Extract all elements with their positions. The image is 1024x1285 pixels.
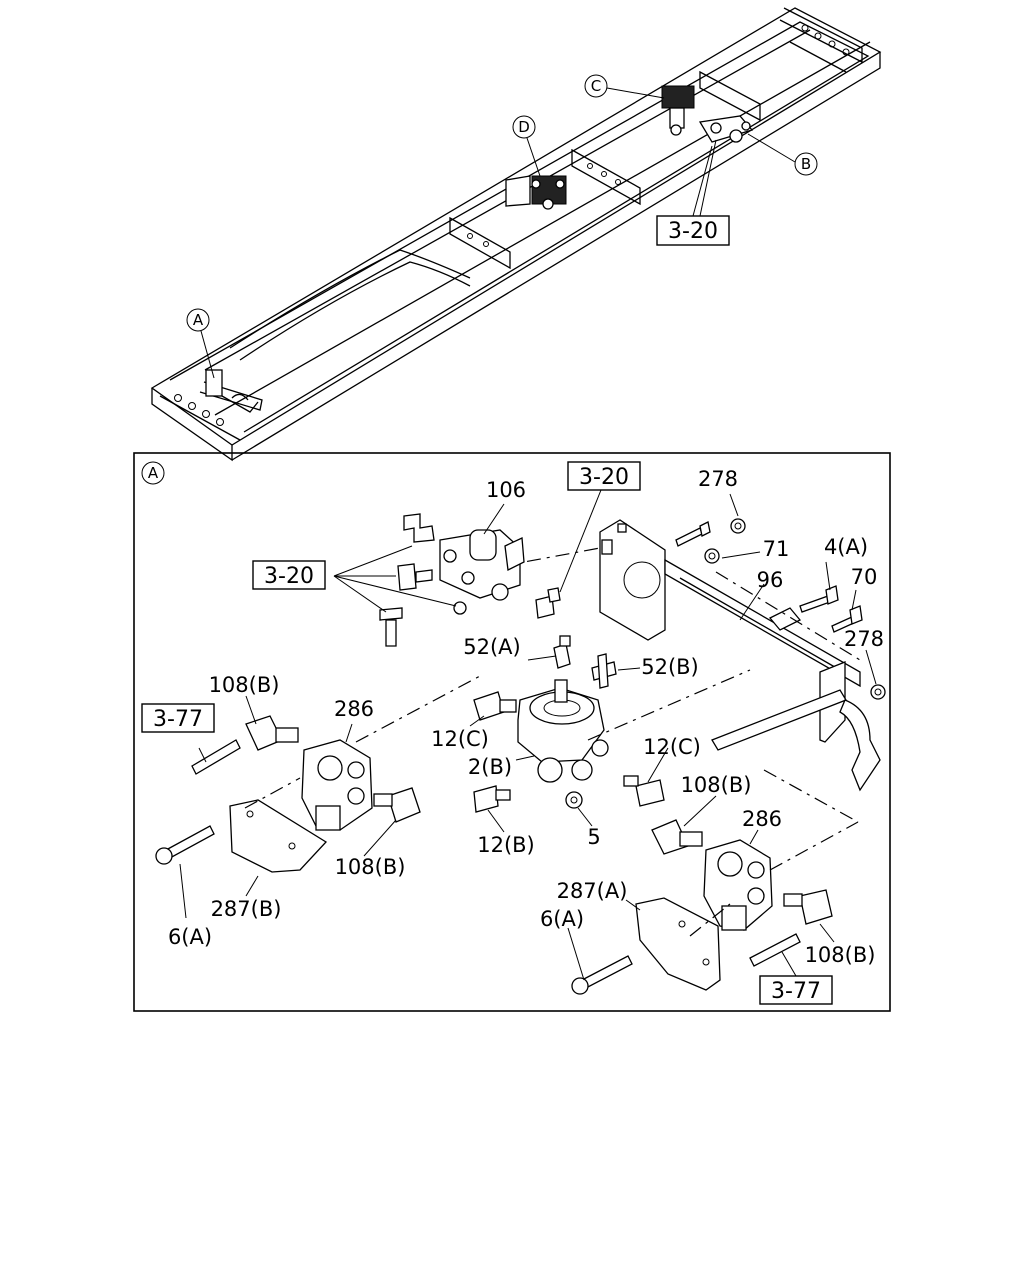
callout-d: D bbox=[512, 115, 541, 177]
label-12b: 12(B) bbox=[477, 833, 535, 857]
svg-text:3-20: 3-20 bbox=[668, 219, 718, 244]
valve-286-left bbox=[301, 739, 373, 831]
label-96: 96 bbox=[757, 568, 784, 592]
alignment-line-4 bbox=[355, 675, 481, 743]
fitting-106-d bbox=[453, 601, 467, 615]
valve-d-overview bbox=[505, 175, 567, 210]
svg-text:3-20: 3-20 bbox=[264, 564, 314, 589]
svg-text:3-77: 3-77 bbox=[153, 707, 203, 732]
fitting-106-c bbox=[379, 607, 403, 647]
alignment-line-8 bbox=[689, 903, 731, 937]
alignment-line-7 bbox=[763, 769, 859, 823]
label-6a-left: 6(A) bbox=[168, 925, 212, 949]
label-286-left: 286 bbox=[334, 697, 374, 721]
fitting-12c-left bbox=[473, 691, 517, 721]
svg-text:3-77: 3-77 bbox=[771, 979, 821, 1004]
elbow-108b-right bbox=[783, 889, 833, 925]
fitting-52a bbox=[553, 635, 571, 669]
detail-view-a: A bbox=[133, 452, 891, 1012]
label-12c-left: 12(C) bbox=[431, 727, 489, 751]
label-5: 5 bbox=[587, 825, 600, 849]
callout-c: C bbox=[584, 74, 665, 99]
nut-5 bbox=[565, 791, 583, 809]
elbow-108b-left bbox=[245, 715, 299, 751]
label-108b-left: 108(B) bbox=[209, 673, 280, 697]
detail-frame bbox=[133, 452, 891, 1012]
label-106: 106 bbox=[486, 478, 526, 502]
label-12c-right: 12(C) bbox=[643, 735, 701, 759]
svg-text:C: C bbox=[591, 77, 601, 95]
label-52b: 52(B) bbox=[641, 655, 699, 679]
label-6a-right: 6(A) bbox=[540, 907, 584, 931]
bolt-6a-left bbox=[155, 825, 215, 865]
valve-c-overview bbox=[661, 85, 695, 136]
valve-106 bbox=[439, 529, 525, 601]
label-108b-lower: 108(B) bbox=[335, 855, 406, 879]
svg-text:B: B bbox=[801, 155, 811, 173]
label-70: 70 bbox=[851, 565, 878, 589]
bracket-96 bbox=[599, 519, 881, 792]
nut-278-top bbox=[730, 518, 746, 534]
svg-text:A: A bbox=[193, 311, 204, 329]
ref-box-3-20-top: 3-20 bbox=[567, 461, 641, 491]
label-287b: 287(B) bbox=[211, 897, 282, 921]
ref-box-3-20-overview: 3-20 bbox=[656, 139, 730, 246]
elbow-108b-mid bbox=[651, 819, 703, 855]
label-286-right: 286 bbox=[742, 807, 782, 831]
plate-287b bbox=[229, 799, 328, 873]
valve-286-right bbox=[703, 839, 773, 931]
chassis-frame-overview: A B C D 3-20 bbox=[150, 7, 882, 462]
svg-text:D: D bbox=[518, 118, 530, 136]
bolt-278-top bbox=[675, 521, 711, 547]
label-108b-mid: 108(B) bbox=[681, 773, 752, 797]
label-287a: 287(A) bbox=[557, 879, 628, 903]
alignment-line-6 bbox=[769, 821, 859, 871]
bolt-6a-right bbox=[571, 955, 633, 995]
fitting-52b bbox=[591, 653, 617, 689]
callout-a: A bbox=[186, 308, 215, 379]
label-52a: 52(A) bbox=[463, 635, 520, 659]
alignment-line-5 bbox=[244, 777, 301, 809]
ref-box-3-77-left: 3-77 bbox=[141, 703, 215, 733]
callout-b: B bbox=[747, 133, 818, 176]
ref-box-3-77-right: 3-77 bbox=[759, 975, 833, 1005]
fitting-12c-right bbox=[623, 775, 665, 807]
elbow-108b-left-lower bbox=[373, 787, 421, 823]
leader-lines bbox=[179, 489, 877, 981]
label-2b: 2(B) bbox=[468, 755, 512, 779]
bolt-4a bbox=[799, 585, 839, 613]
fitting-106-a bbox=[403, 513, 435, 543]
relay-valve bbox=[517, 679, 609, 783]
nut-278-right bbox=[870, 684, 886, 700]
view-marker-a: A bbox=[141, 461, 165, 485]
svg-text:3-20: 3-20 bbox=[579, 465, 629, 490]
label-108b-right: 108(B) bbox=[805, 943, 876, 967]
fitting-12b bbox=[473, 785, 511, 813]
ref-box-3-20-left: 3-20 bbox=[252, 560, 326, 590]
part-a-overview bbox=[205, 369, 259, 413]
label-278-right: 278 bbox=[844, 627, 884, 651]
nut-71 bbox=[704, 548, 720, 564]
bolt-70 bbox=[831, 605, 863, 633]
label-71: 71 bbox=[763, 537, 790, 561]
pipe-right bbox=[749, 933, 801, 967]
fitting-106-e bbox=[535, 587, 561, 619]
svg-text:A: A bbox=[148, 464, 159, 482]
plate-287a bbox=[635, 897, 721, 991]
label-4a: 4(A) bbox=[824, 535, 868, 559]
pipe-left bbox=[191, 739, 241, 775]
fitting-106-b bbox=[397, 563, 433, 591]
label-278-top: 278 bbox=[698, 467, 738, 491]
valve-b-overview bbox=[698, 115, 754, 143]
alignment-line-3 bbox=[587, 669, 751, 741]
